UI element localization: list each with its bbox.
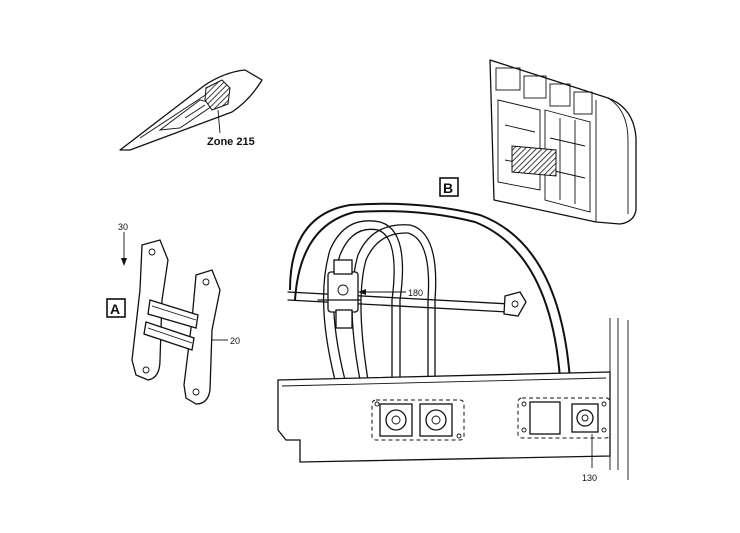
detail-b-assembly: B 180 (277, 177, 629, 483)
view-b-label: B (443, 180, 453, 196)
ref-130-label: 130 (582, 473, 597, 483)
detail-a-bracket: A 30 20 (106, 222, 240, 405)
nose-locator-view: Zone 215 (119, 69, 263, 151)
view-b-box (439, 177, 459, 197)
ref-180-label: 180 (408, 288, 423, 298)
ref-30-label: 30 (118, 222, 128, 232)
ref-20-label: 20 (230, 336, 240, 346)
view-a-box (106, 298, 126, 318)
cabinet-locator-view (489, 59, 637, 225)
view-a-label: A (110, 301, 120, 317)
zone-label: Zone 215 (207, 136, 255, 148)
